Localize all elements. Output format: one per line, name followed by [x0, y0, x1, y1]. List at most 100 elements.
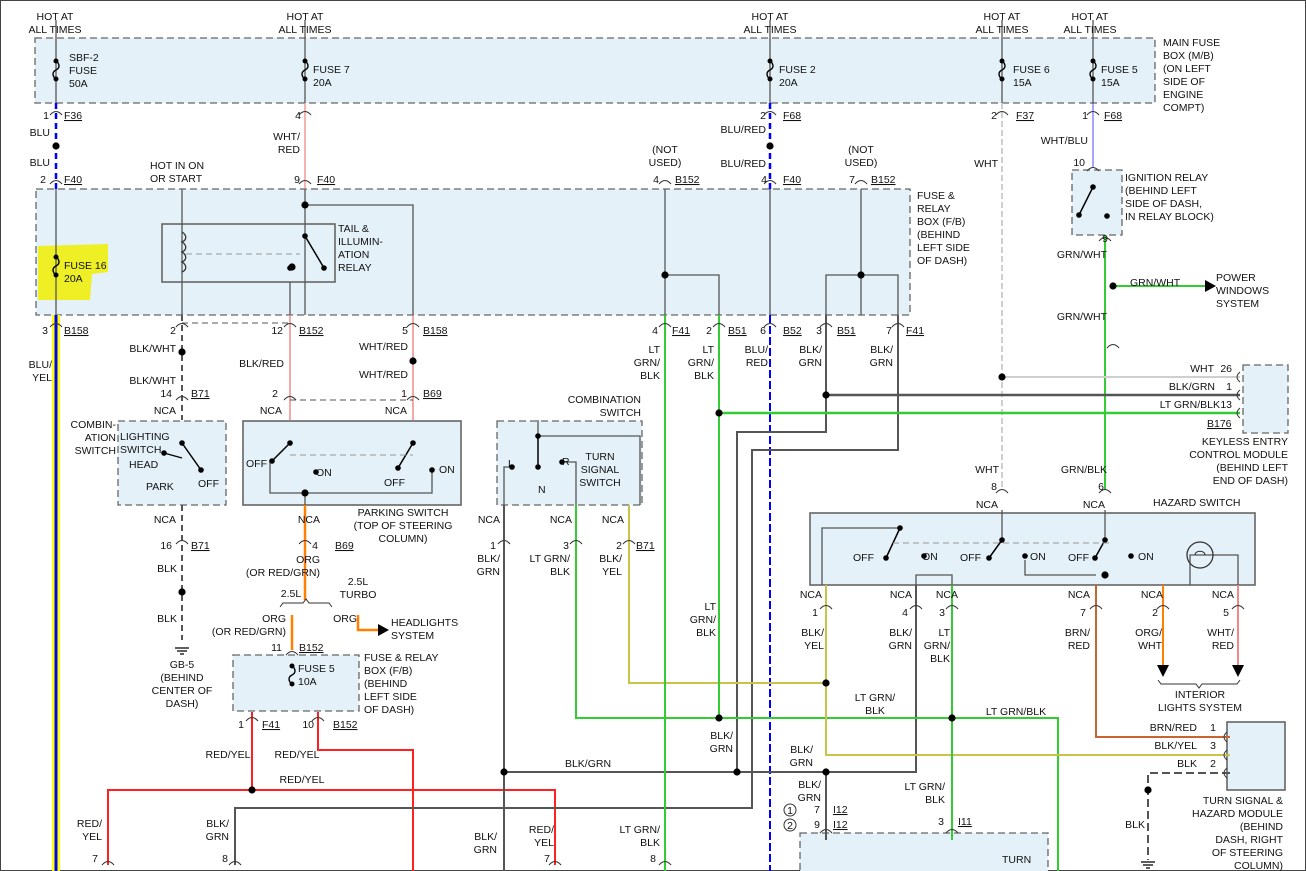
label-line: 7 — [1080, 607, 1086, 619]
label-line: ALL TIMES — [278, 24, 331, 36]
label-line: BLK — [640, 837, 660, 849]
label-w-blk2: BLK — [157, 613, 177, 625]
label-line: BLK/RED — [239, 358, 284, 370]
label-nca13: NCA — [936, 589, 958, 601]
wire — [575, 505, 1059, 871]
label-nca11: NCA — [800, 589, 822, 601]
label-line: OFF — [853, 552, 874, 564]
label-nca3: NCA — [385, 405, 407, 417]
label-line: 9 — [1102, 233, 1108, 245]
label-line: HEAD — [129, 459, 159, 471]
contact-point — [179, 440, 185, 446]
label-w-redyel1: RED/YEL — [206, 749, 251, 761]
label-w-blkgrn7: BLK/GRN — [889, 627, 912, 652]
label-line: 1 — [43, 110, 49, 122]
label-c-f40b: F40 — [317, 174, 335, 186]
label-p-f68-1: 1 — [1082, 110, 1088, 122]
label-line: 4 — [652, 325, 658, 337]
label-p-b7: 7 — [92, 853, 98, 865]
label-w-whtred2: WHT/RED — [359, 341, 408, 353]
label-line: (BEHIND — [364, 678, 408, 690]
label-line: LEFT SIDE — [917, 242, 970, 254]
label-c-b152d: B152 — [299, 642, 324, 654]
label-line: 20A — [64, 273, 83, 285]
label-line: (BEHIND — [1240, 821, 1284, 833]
label-nca6: NCA — [478, 514, 500, 526]
label-p-f37-2: 2 — [991, 110, 997, 122]
label-line: 7 — [92, 853, 98, 865]
splice-dot — [1101, 571, 1109, 579]
connector-icon — [658, 179, 672, 185]
label-line: HOT AT — [752, 11, 790, 23]
label-line: POWER — [1216, 272, 1256, 284]
label-line: BRN/ — [1065, 627, 1090, 639]
label-p-b158-5: 5 — [402, 325, 408, 337]
label-line: GRN — [889, 640, 912, 652]
label-line: RED — [1212, 640, 1235, 652]
label-line: GRN — [206, 831, 229, 843]
label-line: 2.5L — [348, 576, 369, 588]
label-line: 6 — [760, 325, 766, 337]
connector-icon — [1223, 731, 1228, 743]
label-line: HOT AT — [1072, 11, 1110, 23]
label-line: GRN/ — [688, 357, 714, 369]
label-line: FUSE 2 — [779, 64, 816, 76]
turn-signal-switch-box — [496, 420, 643, 506]
contact-point — [1092, 555, 1098, 561]
label-w-blkgrn9: BLK/GRN — [790, 744, 813, 769]
connector-icon — [819, 322, 833, 328]
connector-icon — [298, 110, 312, 116]
label-p-b152-4: 4 — [653, 174, 659, 186]
label-line: BLK/ — [799, 344, 822, 356]
label-line: GRN/ — [690, 614, 716, 626]
interior-lights-arrow-icon — [1157, 665, 1169, 677]
label-line: (NOT — [848, 144, 874, 156]
interior-lights-arrow-icon — [1232, 665, 1244, 677]
label-line: BLK/ — [599, 553, 622, 565]
label-line: SWITCH — [120, 444, 161, 456]
label-line: ORG — [333, 613, 357, 625]
label-line: IGNITION RELAY — [1125, 172, 1208, 184]
connector-icon — [622, 539, 636, 545]
wire — [825, 585, 1230, 756]
contact-point — [198, 467, 204, 473]
label-p-b8: 8 — [222, 853, 228, 865]
label-line: KEYLESS ENTRY — [1202, 436, 1288, 448]
label-line: ON — [439, 464, 455, 476]
label-w-blured1: BLU/RED — [720, 124, 766, 136]
wire — [1095, 585, 1230, 738]
fuse-terminal — [53, 254, 59, 260]
label-line: OF STEERING — [1212, 847, 1283, 859]
lighting-switch-head-link — [163, 452, 183, 459]
label-nca1: NCA — [154, 405, 176, 417]
label-line: MAIN FUSE — [1163, 37, 1220, 49]
label-tm-2: 2 — [1210, 758, 1216, 770]
contact-point — [883, 555, 889, 561]
label-hz-on2: ON — [1030, 551, 1046, 563]
label-line: BLK — [925, 794, 945, 806]
label-line: I12 — [833, 819, 848, 831]
label-line: WHT — [1190, 363, 1214, 375]
label-line: HOT AT — [984, 11, 1022, 23]
label-line: BLK — [550, 566, 570, 578]
label-nca7: NCA — [550, 514, 572, 526]
connector-icon — [175, 322, 189, 328]
label-w-blured3: BLU/RED — [745, 344, 769, 369]
splice-dot — [822, 768, 830, 776]
label-line: COLUMN) — [1234, 860, 1283, 871]
label-v1: 1 — [787, 805, 793, 817]
label-line: (TOP OF STEERING — [354, 520, 453, 532]
label-line: 3 — [816, 325, 822, 337]
label-p-f68-2: 2 — [760, 110, 766, 122]
label-line: 2 — [787, 820, 793, 832]
label-line: OFF — [1068, 552, 1089, 564]
label-p-f41-1: 1 — [238, 719, 244, 731]
label-ps-off2: OFF — [384, 477, 405, 489]
